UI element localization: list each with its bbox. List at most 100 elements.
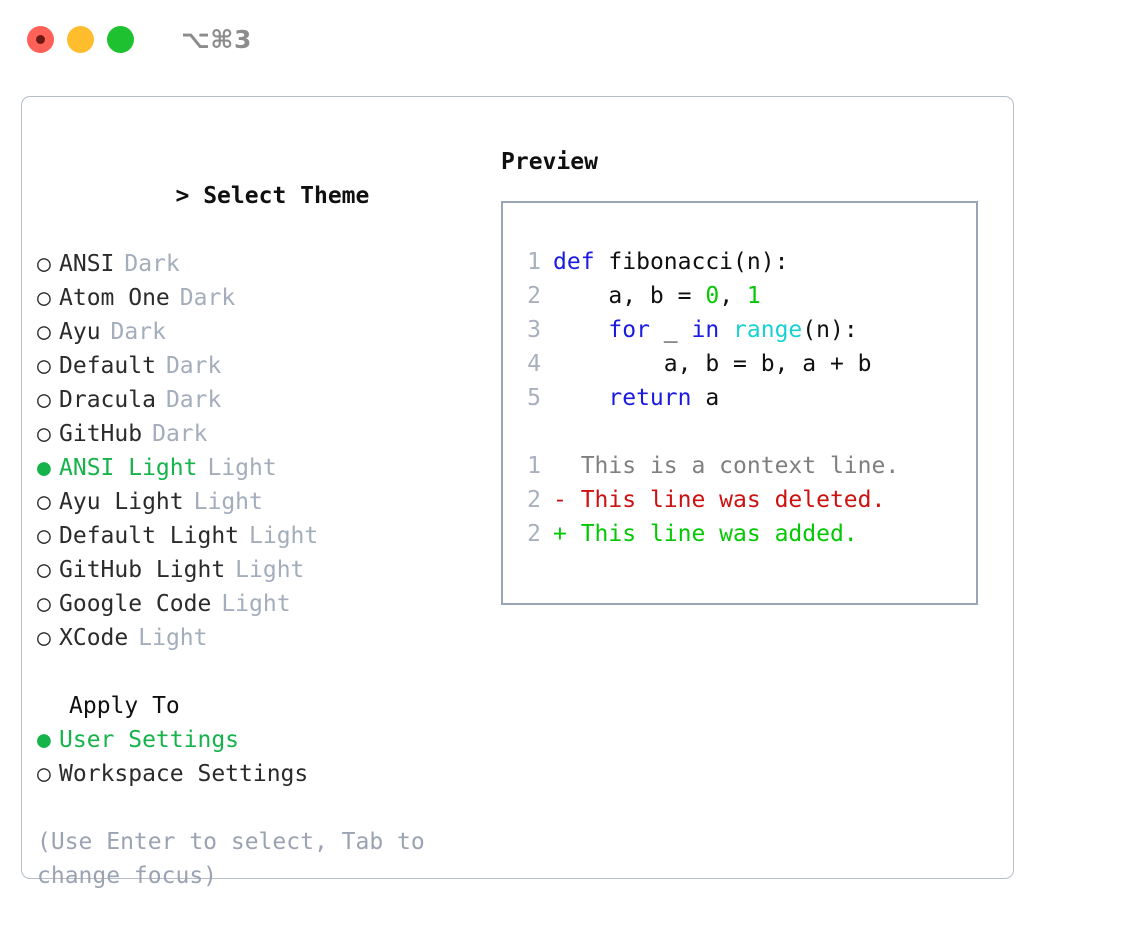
code-token: a, b = b, a + b [553, 351, 872, 377]
radio-unselected-icon: ○ [37, 557, 51, 583]
code-token: in [691, 317, 720, 343]
diff-text: This line was deleted. [566, 487, 886, 513]
theme-option-kind: Dark [152, 421, 208, 447]
apply-to-option-label: Workspace Settings [59, 761, 309, 787]
apply-to-list: ● User Settings ○ Workspace Settings [37, 723, 487, 791]
theme-option-kind: Dark [165, 387, 222, 413]
keyboard-shortcut-label: ⌥⌘3 [181, 24, 252, 54]
diff-sample: 1 This is a context line.2- This line wa… [517, 449, 976, 551]
apply-to-option-label: User Settings [59, 727, 240, 753]
line-number: 5 [527, 385, 541, 411]
window-titlebar: ⌥⌘3 [0, 0, 1140, 78]
cursor-marker-icon: > [175, 183, 190, 209]
theme-option-label: Default Light [59, 523, 240, 549]
code-token: (n): [733, 249, 789, 275]
code-token [595, 249, 609, 275]
diff-sign: + [553, 521, 567, 547]
theme-option-label: XCode [59, 625, 129, 651]
theme-option-kind: Light [235, 557, 305, 583]
theme-option-ansi-light[interactable]: ● ANSI Light Light [37, 451, 487, 485]
preview-heading: Preview [501, 149, 598, 175]
theme-option-label: Ayu Light [59, 489, 184, 515]
code-token: _ [649, 317, 692, 343]
radio-selected-icon: ● [37, 727, 51, 753]
theme-option-label: Default [59, 353, 156, 379]
radio-unselected-icon: ○ [37, 761, 51, 787]
radio-unselected-icon: ○ [37, 353, 51, 379]
theme-option-kind: Dark [110, 319, 166, 345]
diff-text: This line was added. [566, 521, 858, 547]
radio-unselected-icon: ○ [37, 319, 51, 345]
radio-unselected-icon: ○ [37, 387, 51, 413]
radio-unselected-icon: ○ [37, 251, 51, 277]
code-token: a, b = [553, 283, 706, 309]
theme-option-label: GitHub [59, 421, 143, 447]
theme-option-label: Atom One [59, 285, 170, 311]
code-token: for [608, 317, 650, 343]
theme-option-kind: Light [221, 591, 291, 617]
diff-line-del: 2- This line was deleted. [517, 483, 976, 517]
theme-option-default[interactable]: ○ Default Dark [37, 349, 487, 383]
code-diff-gap [517, 415, 976, 449]
maximize-button[interactable] [107, 25, 134, 53]
diff-line-ctx: 1 This is a context line. [517, 449, 976, 483]
code-line: 5 return a [517, 381, 976, 415]
code-line: 4 a, b = b, a + b [517, 347, 976, 381]
line-number: 1 [527, 249, 541, 275]
code-token: def [553, 249, 595, 275]
apply-to-option-user-settings[interactable]: ● User Settings [37, 723, 487, 757]
diff-line-add: 2 + This line was added. [517, 517, 976, 551]
radio-unselected-icon: ○ [37, 523, 51, 549]
list-spacer [37, 655, 487, 689]
code-token: range [733, 317, 803, 343]
code-token: return [608, 385, 692, 411]
theme-option-xcode[interactable]: ○ XCode Light [37, 621, 487, 655]
theme-option-kind: Dark [124, 251, 180, 277]
diff-sign: - [553, 487, 567, 513]
code-line: 2 a, b = 0, 1 [517, 279, 976, 313]
theme-option-kind: Dark [165, 353, 222, 379]
theme-option-default-light[interactable]: ○ Default Light Light [37, 519, 487, 553]
theme-option-label: GitHub Light [59, 557, 226, 583]
theme-option-kind: Light [138, 625, 208, 651]
select-theme-heading: > Select Theme [37, 145, 487, 247]
apply-to-option-workspace-settings[interactable]: ○ Workspace Settings [37, 757, 487, 791]
code-token: (n): [802, 317, 858, 343]
line-number: 2 [527, 487, 541, 513]
theme-option-kind: Light [249, 523, 319, 549]
diff-sign [553, 453, 567, 479]
radio-unselected-icon: ○ [37, 625, 51, 651]
line-number: 1 [527, 453, 541, 479]
code-token [553, 317, 608, 343]
code-token: 0 [705, 283, 720, 309]
theme-option-kind: Light [207, 455, 277, 481]
select-theme-title: Select Theme [203, 183, 370, 209]
line-number: 2 [527, 521, 541, 547]
theme-option-label: Ayu [59, 319, 101, 345]
close-button[interactable] [27, 25, 54, 53]
minimize-button[interactable] [67, 25, 94, 53]
keyboard-hint-text: (Use Enter to select, Tab to change focu… [37, 829, 425, 889]
radio-unselected-icon: ○ [37, 489, 51, 515]
code-token [719, 317, 733, 343]
radio-unselected-icon: ○ [37, 285, 51, 311]
theme-option-ayu[interactable]: ○ Ayu Dark [37, 315, 487, 349]
radio-selected-icon: ● [37, 455, 51, 481]
code-token: , [719, 283, 747, 309]
theme-option-label: ANSI Light [59, 455, 198, 481]
code-line: 3 for _ in range(n): [517, 313, 976, 347]
theme-option-github-light[interactable]: ○ GitHub Light Light [37, 553, 487, 587]
radio-unselected-icon: ○ [37, 591, 51, 617]
